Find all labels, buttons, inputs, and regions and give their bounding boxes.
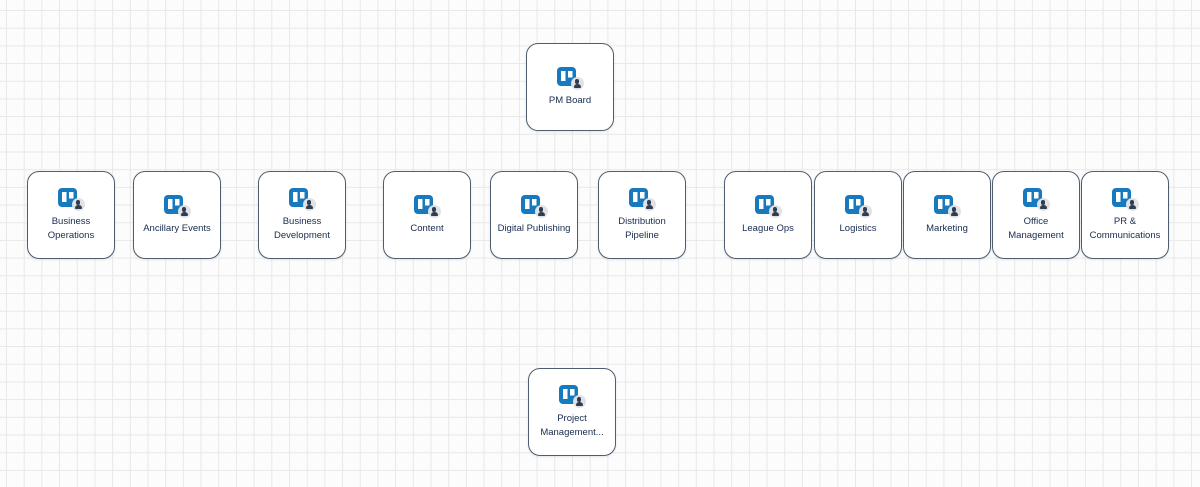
member-icon [177, 204, 191, 218]
board-card-label: Ancillary Events [143, 222, 211, 234]
board-card-label: PR & Communications [1089, 215, 1161, 241]
board-icon-cluster [413, 194, 441, 218]
board-card-project-management[interactable]: Project Management... [528, 368, 616, 456]
member-icon [1036, 197, 1050, 211]
board-icon-cluster [1022, 187, 1050, 211]
board-card-content[interactable]: Content [383, 171, 471, 259]
board-icon-cluster [628, 187, 656, 211]
board-card-marketing[interactable]: Marketing [903, 171, 991, 259]
board-card-distribution-pipeline[interactable]: Distribution Pipeline [598, 171, 686, 259]
board-card-label: Office Management [1008, 215, 1064, 241]
board-card-label: Digital Publishing [497, 222, 571, 234]
member-icon [642, 197, 656, 211]
member-icon [572, 394, 586, 408]
board-icon-cluster [558, 384, 586, 408]
member-icon [947, 204, 961, 218]
board-card-business-operations[interactable]: Business Operations [27, 171, 115, 259]
board-card-ancillary-events[interactable]: Ancillary Events [133, 171, 221, 259]
board-card-pr-communications[interactable]: PR & Communications [1081, 171, 1169, 259]
board-icon-cluster [844, 194, 872, 218]
board-card-label: Business Development [274, 215, 330, 241]
board-icon-cluster [1111, 187, 1139, 211]
board-card-label: Marketing [926, 222, 968, 234]
board-card-pm-board[interactable]: PM Board [526, 43, 614, 131]
board-card-label: Content [410, 222, 444, 234]
board-card-label: Project Management... [540, 412, 604, 438]
member-icon [534, 204, 548, 218]
board-icon-cluster [556, 66, 584, 90]
member-icon [570, 76, 584, 90]
board-card-office-management[interactable]: Office Management [992, 171, 1080, 259]
board-card-label: League Ops [742, 222, 794, 234]
board-card-business-development[interactable]: Business Development [258, 171, 346, 259]
member-icon [768, 204, 782, 218]
member-icon [71, 197, 85, 211]
member-icon [858, 204, 872, 218]
board-icon-cluster [163, 194, 191, 218]
board-icon-cluster [57, 187, 85, 211]
board-icon-cluster [933, 194, 961, 218]
board-card-digital-publishing[interactable]: Digital Publishing [490, 171, 578, 259]
board-card-league-ops[interactable]: League Ops [724, 171, 812, 259]
board-card-label: PM Board [548, 94, 592, 106]
board-icon-cluster [288, 187, 316, 211]
member-icon [302, 197, 316, 211]
board-card-logistics[interactable]: Logistics [814, 171, 902, 259]
board-card-label: Distribution Pipeline [618, 215, 666, 241]
board-icon-cluster [754, 194, 782, 218]
board-icon-cluster [520, 194, 548, 218]
board-card-label: Business Operations [47, 215, 95, 241]
member-icon [427, 204, 441, 218]
member-icon [1125, 197, 1139, 211]
board-card-label: Logistics [839, 222, 877, 234]
